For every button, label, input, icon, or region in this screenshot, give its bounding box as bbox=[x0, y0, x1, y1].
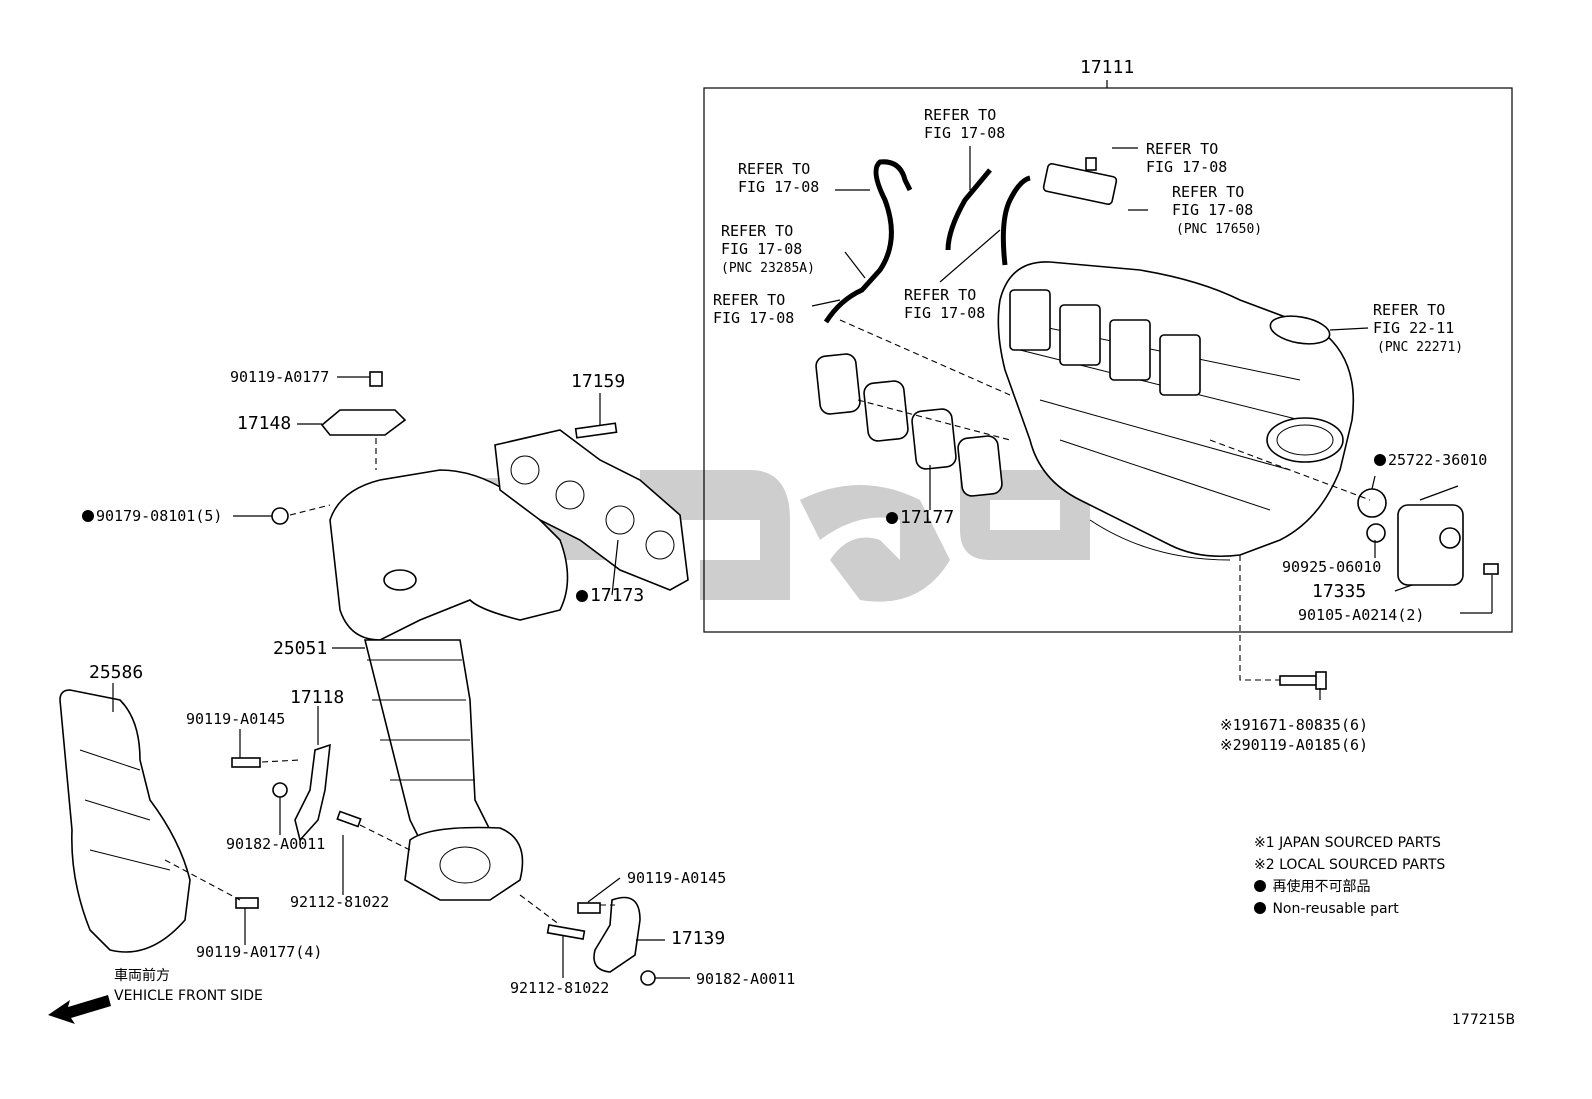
part-label-25722-36010: 25722-36010 bbox=[1374, 451, 1487, 469]
legend-item-local: ※2 LOCAL SOURCED PARTS bbox=[1254, 854, 1445, 876]
legend: ※1 JAPAN SOURCED PARTS ※2 LOCAL SOURCED … bbox=[1254, 832, 1445, 920]
refer-fig: FIG 17-08 bbox=[904, 304, 986, 322]
bracket-17139 bbox=[546, 896, 656, 986]
refer-label-4: REFER TO FIG 17-08 bbox=[713, 291, 794, 327]
part-label-17335: 17335 bbox=[1312, 581, 1367, 602]
refer-label-7: REFER TO FIG 17-08 (PNC 17650) bbox=[1172, 183, 1262, 237]
part-label-90119-a0185: ※290119-A0185(6) bbox=[1220, 736, 1369, 754]
legend-text: Non-reusable part bbox=[1272, 901, 1399, 917]
legend-text: 再使用不可部品 bbox=[1272, 879, 1371, 895]
bracket-17148 bbox=[320, 371, 407, 436]
legend-item-non-reusable-jp: 再使用不可部品 bbox=[1254, 876, 1445, 898]
refer-line: REFER TO bbox=[738, 160, 811, 178]
part-label-90182-a0011: 90182-A0011 bbox=[226, 835, 326, 853]
intake-gaskets bbox=[815, 353, 1003, 497]
part-label-90119-a0145: 90119-A0145 bbox=[186, 710, 286, 728]
part-label-17173: 17173 bbox=[576, 586, 644, 606]
hoses bbox=[823, 157, 1331, 345]
part-label-91671-80835: ※191671-80835(6) bbox=[1220, 716, 1369, 734]
refer-line: REFER TO bbox=[721, 222, 794, 240]
bracket-17118 bbox=[231, 743, 362, 842]
part-label-17177: 17177 bbox=[886, 508, 954, 528]
legend-mark: ※1 bbox=[1254, 835, 1275, 851]
part-label-90182-a0011-b: 90182-A0011 bbox=[696, 970, 796, 988]
refer-fig: FIG 17-08 bbox=[1172, 201, 1254, 219]
intake-manifold bbox=[997, 261, 1355, 561]
part-number: 25722-36010 bbox=[1388, 451, 1488, 469]
figure-id: 177215B bbox=[1452, 1012, 1516, 1028]
refer-fig: FIG 22-11 bbox=[1373, 319, 1455, 337]
part-number: 17173 bbox=[590, 585, 645, 606]
intake-manifold-box bbox=[703, 80, 1513, 633]
stud-17159 bbox=[574, 422, 618, 439]
refer-pnc: (PNC 23285A) bbox=[721, 261, 815, 276]
part-label-25051: 25051 bbox=[273, 638, 328, 659]
refer-pnc: (PNC 17650) bbox=[1176, 222, 1263, 237]
refer-fig: FIG 17-08 bbox=[1146, 158, 1228, 176]
exhaust-manifold bbox=[329, 469, 569, 901]
bolt-insulator bbox=[235, 897, 259, 909]
filled-dot-icon bbox=[576, 590, 588, 602]
refer-fig: FIG 17-08 bbox=[738, 178, 820, 196]
part-label-90179-08101: 90179-08101(5) bbox=[82, 507, 222, 525]
refer-line: REFER TO bbox=[713, 291, 786, 309]
part-label-90119-a0177-4: 90119-A0177(4) bbox=[196, 943, 323, 961]
refer-label-1: REFER TO FIG 17-08 bbox=[738, 160, 819, 196]
refer-label-2: REFER TO FIG 17-08 bbox=[924, 106, 1005, 142]
filled-dot-icon bbox=[82, 510, 94, 522]
assembly-lines bbox=[164, 319, 1371, 926]
refer-line: REFER TO bbox=[904, 286, 977, 304]
part-label-90119-a0177: 90119-A0177 bbox=[230, 368, 330, 386]
filled-dot-icon bbox=[886, 512, 898, 524]
legend-text: LOCAL SOURCED PARTS bbox=[1279, 857, 1446, 873]
refer-pnc: (PNC 22271) bbox=[1377, 340, 1464, 355]
legend-text: JAPAN SOURCED PARTS bbox=[1279, 835, 1441, 851]
refer-line: REFER TO bbox=[1373, 301, 1446, 319]
filled-dot-icon bbox=[1374, 454, 1386, 466]
legend-item-non-reusable-en: Non-reusable part bbox=[1254, 898, 1445, 920]
part-label-90119-a0145-b: 90119-A0145 bbox=[627, 869, 727, 887]
refer-label-3: REFER TO FIG 17-08 (PNC 23285A) bbox=[721, 222, 815, 276]
part-label-25586: 25586 bbox=[89, 662, 144, 683]
part-label-17148: 17148 bbox=[237, 413, 292, 434]
part-label-90105-a0214: 90105-A0214(2) bbox=[1298, 606, 1425, 624]
refer-line: REFER TO bbox=[924, 106, 997, 124]
part-number: 17177 bbox=[900, 507, 955, 528]
part-label-92112-81022-b: 92112-81022 bbox=[510, 979, 610, 997]
nut-90179 bbox=[271, 507, 289, 525]
refer-line: REFER TO bbox=[1146, 140, 1219, 158]
legend-mark: ※2 bbox=[1254, 857, 1275, 873]
exhaust-gasket bbox=[494, 429, 689, 591]
arrow-left-down-icon bbox=[48, 995, 111, 1024]
filled-dot-icon bbox=[1254, 880, 1266, 892]
part-label-17159: 17159 bbox=[571, 371, 626, 392]
part-label-17139: 17139 bbox=[671, 928, 726, 949]
refer-fig: FIG 17-08 bbox=[924, 124, 1006, 142]
part-label-17118: 17118 bbox=[290, 687, 345, 708]
heat-insulator bbox=[59, 689, 191, 953]
legend-item-japan: ※1 JAPAN SOURCED PARTS bbox=[1254, 832, 1445, 854]
throttle-body bbox=[1357, 488, 1499, 586]
refer-label-5: REFER TO FIG 17-08 bbox=[904, 286, 985, 322]
assembly-label: 17111 bbox=[1080, 57, 1135, 78]
refer-label-6: REFER TO FIG 17-08 bbox=[1146, 140, 1227, 176]
part-label-90925-06010: 90925-06010 bbox=[1282, 558, 1382, 576]
refer-line: REFER TO bbox=[1172, 183, 1245, 201]
part-number: 90179-08101(5) bbox=[96, 507, 223, 525]
vehicle-front-jp: 車両前方 bbox=[114, 968, 170, 984]
refer-fig: FIG 17-08 bbox=[713, 309, 795, 327]
refer-fig: FIG 17-08 bbox=[721, 240, 803, 258]
part-label-92112-81022: 92112-81022 bbox=[290, 893, 390, 911]
vehicle-front-en: VEHICLE FRONT SIDE bbox=[114, 988, 263, 1004]
filled-dot-icon bbox=[1254, 902, 1266, 914]
vehicle-front-label: 車両前方 VEHICLE FRONT SIDE bbox=[114, 966, 263, 1006]
leader-lines bbox=[112, 146, 1493, 979]
refer-label-8: REFER TO FIG 22-11 (PNC 22271) bbox=[1373, 301, 1463, 355]
bolt-manifold bbox=[1279, 671, 1327, 690]
